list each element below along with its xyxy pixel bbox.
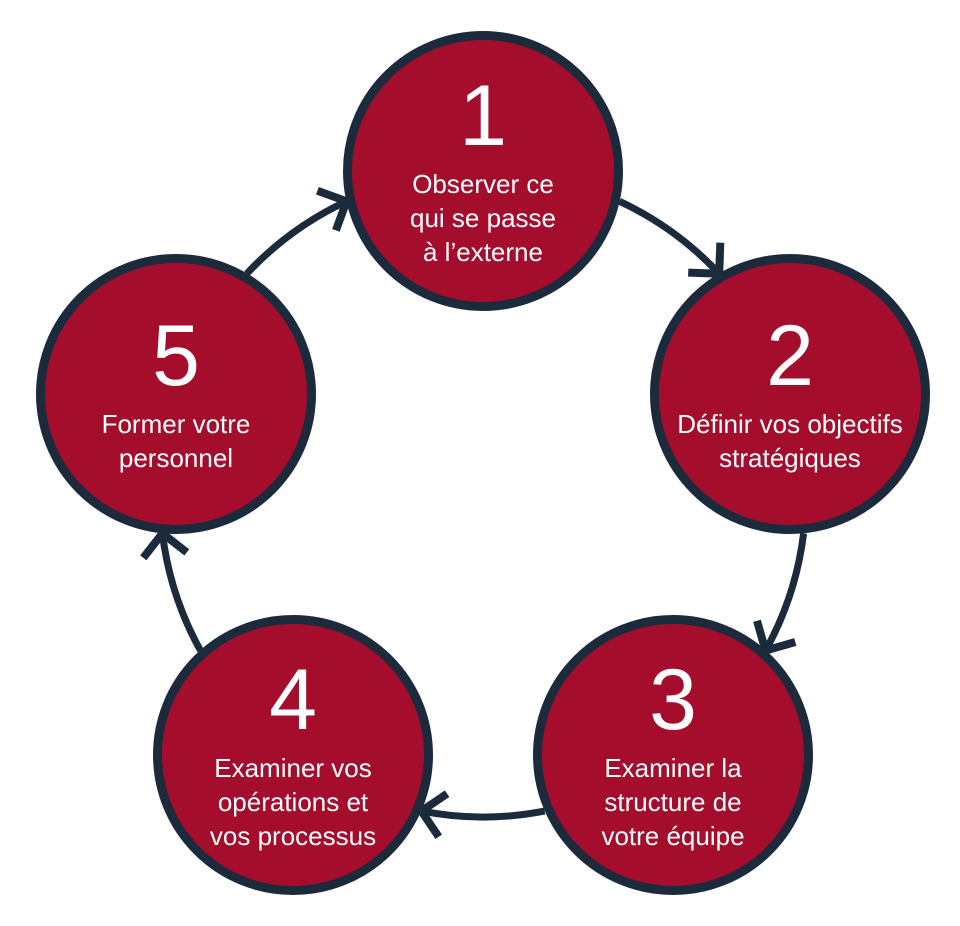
step-number: 1 xyxy=(459,67,507,164)
step-label: Examiner vos opérations et vos processus xyxy=(209,752,377,852)
step-label: Observer ce qui se passe à l’externe xyxy=(410,168,556,268)
arrowhead-3-to-4 xyxy=(415,790,450,840)
step-label: Examiner la structure de votre équipe xyxy=(601,752,745,852)
arrow-4-to-5 xyxy=(158,532,204,653)
step-number: 2 xyxy=(766,307,814,404)
step-label: Former votre personnel xyxy=(101,408,251,473)
arrow-5-to-1 xyxy=(244,198,348,277)
step-circle-4: 4 Examiner vos opérations et vos process… xyxy=(153,615,433,895)
step-number: 3 xyxy=(649,651,697,748)
arrow-3-to-4 xyxy=(420,807,546,821)
arrow-2-to-3 xyxy=(762,532,808,653)
step-number: 4 xyxy=(269,651,317,748)
step-circle-5: 5 Former votre personnel xyxy=(36,254,316,534)
step-label: Définir vos objectifs stratégiques xyxy=(677,408,903,473)
step-number: 5 xyxy=(152,307,200,404)
step-circle-2: 2 Définir vos objectifs stratégiques xyxy=(650,254,930,534)
arrow-1-to-2 xyxy=(618,198,722,277)
step-circle-1: 1 Observer ce qui se passe à l’externe xyxy=(343,31,623,311)
step-circle-3: 3 Examiner la structure de votre équipe xyxy=(533,615,813,895)
